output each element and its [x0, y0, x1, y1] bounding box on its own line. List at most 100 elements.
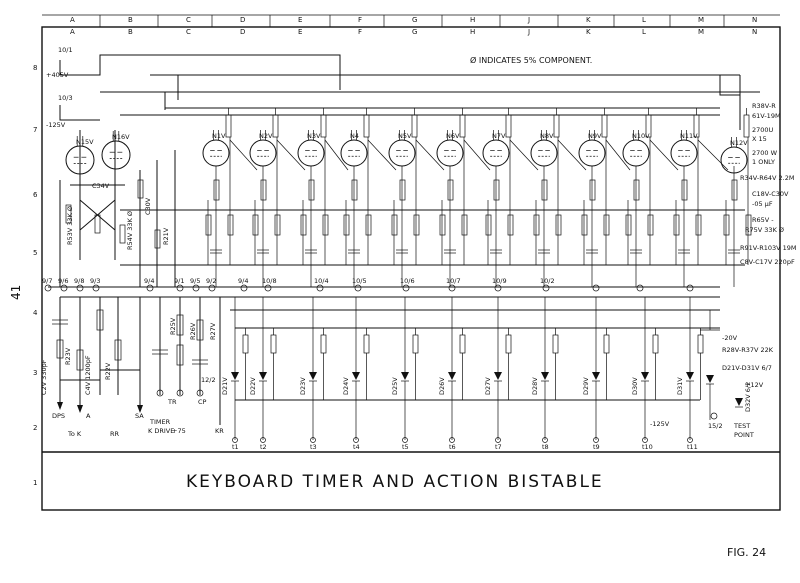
valve-label: N16V [112, 133, 130, 141]
output-terminal [402, 437, 408, 443]
grid-resistor [365, 214, 372, 236]
svg-text:D32V 6/2: D32V 6/2 [744, 382, 752, 412]
diode-label: D28V [531, 377, 539, 395]
terminal-label: 10/9 [492, 277, 507, 285]
neg-input-pin: 10/3 [58, 94, 73, 102]
terminal-label: 9/2 [206, 277, 216, 285]
right-notes: -20V R28V-R37V 22K D21V-D31V 6/7 +12V D3… [650, 334, 774, 439]
grid-resistor [485, 214, 492, 236]
pulldown-resistor [412, 334, 419, 354]
label-r25v: R25V [169, 317, 177, 335]
valve-n5v: N5V [388, 130, 416, 167]
output-terminal [449, 437, 455, 443]
output-terminal [495, 437, 501, 443]
pulldown-resistor [270, 334, 277, 354]
grid-col-top-M: M [698, 16, 704, 24]
pos-voltage-label: +405V [46, 71, 69, 79]
pulldown-resistor [242, 334, 249, 354]
svg-text:R65V -: R65V - [752, 216, 774, 224]
diode-label: D21V [221, 377, 229, 395]
grid-col-F: F [358, 28, 362, 36]
valve-n9v: N9V [578, 130, 606, 167]
valve-n4: N4 [340, 130, 368, 167]
anode-resistor [601, 114, 608, 138]
terminal-label: 9/4 [238, 277, 248, 285]
terminal-pin [60, 284, 68, 292]
terminal-label: 10/6 [400, 277, 415, 285]
grid-resistor [723, 214, 730, 236]
anode-resistor [225, 114, 232, 138]
output-terminal [353, 437, 359, 443]
valve-n16v: N16V [101, 131, 131, 170]
grid-col-B: B [128, 28, 133, 36]
valve-n8v: N8V [530, 130, 558, 167]
valve-envelope [388, 139, 416, 167]
svg-text:C18V-C30V: C18V-C30V [752, 190, 789, 198]
left-bistable-network [52, 130, 221, 410]
valve-label: N5V [398, 132, 412, 140]
grid-resistor [541, 179, 548, 201]
label-r23v: R23V [64, 347, 72, 365]
label-c4v: C4V 1200pF [84, 355, 92, 395]
grid-resistor [647, 214, 654, 236]
grid-col-top-B: B [128, 16, 133, 24]
output-label: t4 [353, 443, 360, 451]
anode-resistor [272, 114, 279, 138]
valve-n3v: N3V [297, 130, 325, 167]
valve-envelope [297, 139, 325, 167]
svg-text:TIMER: TIMER [149, 418, 171, 426]
grid-resistor [633, 179, 640, 201]
grid-resistor [681, 179, 688, 201]
grid-resistor [399, 179, 406, 201]
grid-col-A: A [70, 28, 75, 36]
svg-text:61V-19M: 61V-19M [752, 112, 781, 120]
grid-col-M: M [698, 28, 704, 36]
grid-col-top-J: J [527, 16, 530, 24]
grid-resistor [322, 214, 329, 236]
terminal-label: 10/2 [540, 277, 555, 285]
output-terminal [542, 437, 548, 443]
grid-row-4: 4 [33, 309, 38, 317]
cross-coupling [324, 139, 349, 171]
terminal-pin [494, 284, 502, 292]
cross-coupling [649, 139, 679, 171]
sheet-border [41, 26, 781, 511]
terminal-label: 9/8 [74, 277, 84, 285]
grid-col-top-H: H [470, 16, 475, 24]
terminal-label: 10/7 [446, 277, 461, 285]
valve-label: N1V [212, 132, 226, 140]
grid-row-7: 7 [33, 126, 37, 134]
terminal-pin [44, 284, 52, 292]
grid-resistor [673, 214, 680, 236]
label-r27v: R27V [209, 322, 217, 340]
plus12-label: +12V [745, 381, 764, 389]
grid-col-top-L: L [642, 16, 646, 24]
valve-envelope [670, 139, 698, 167]
svg-text:TR: TR [167, 398, 177, 406]
pulldown-resistor [552, 334, 559, 354]
diode-symbol [309, 372, 317, 380]
valve-label: N3V [307, 132, 321, 140]
terminal-label: 9/6 [58, 277, 68, 285]
diode-label: D31V [676, 377, 684, 395]
supply-rails [48, 54, 760, 401]
output-terminal [593, 437, 599, 443]
grid-resistor [731, 179, 738, 201]
label-r22v: R22V [104, 362, 112, 380]
anode-resistor [411, 114, 418, 138]
valve-label: N4 [350, 132, 359, 140]
anode-resistor [363, 114, 370, 138]
svg-text:R28V-R37V 22K: R28V-R37V 22K [722, 346, 774, 354]
terminal-pin [76, 284, 84, 292]
diode-symbol [541, 372, 549, 380]
diagram-title: KEYBOARD TIMER AND ACTION BISTABLE [186, 472, 604, 492]
terminal-label: 10/8 [262, 277, 277, 285]
diode-symbol [231, 372, 239, 380]
cross-coupling [229, 139, 258, 171]
valve-n12v: N12V [720, 137, 748, 174]
grid-resistor [555, 214, 562, 236]
terminal-pin [448, 284, 456, 292]
